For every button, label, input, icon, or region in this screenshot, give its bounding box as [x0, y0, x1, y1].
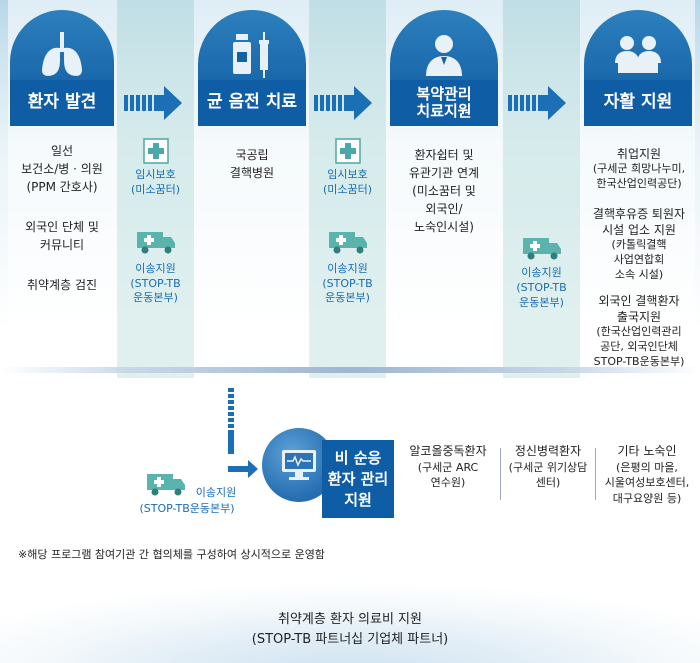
- ambulance-icon: [136, 231, 175, 254]
- section-divider: [0, 367, 700, 373]
- col4-line: 취업지원: [616, 147, 662, 161]
- lower-ambulance: [146, 470, 186, 498]
- bottom-subtitle: (STOP-TB 파트너십 기업체 파트너): [251, 632, 449, 647]
- center-title-line: 비 순응: [334, 448, 382, 467]
- partner-sub: (은평의 마을,: [616, 461, 678, 474]
- partner-sub: 센터): [535, 476, 561, 490]
- center-title-line: 환자 관리: [327, 469, 389, 488]
- bottom-arc-bg: [0, 582, 700, 663]
- col1-line: 일선: [50, 144, 74, 158]
- flow-arrow-3: [508, 86, 566, 120]
- transport-sub: (STOP-TB: [516, 280, 567, 294]
- flow-arrow-1: [124, 86, 182, 120]
- partner-sub: (구세군 ARC: [417, 461, 479, 474]
- shelter-sub: (미소꿈터): [130, 182, 181, 196]
- monitor-icon: [282, 450, 316, 480]
- middle-1: 임시보호 (미소꿈터) 이송지원 (STOP-TB 운동본부): [117, 128, 194, 306]
- header-medication: 복약관리 치료지원: [390, 80, 498, 126]
- elbow-arrow-shaft: [228, 466, 250, 472]
- middle-column-bg-2: [309, 0, 386, 378]
- col3-line: (미소꿈터 및: [412, 184, 476, 198]
- middle-column-bg-3: [503, 0, 580, 378]
- middle-column-bg-1: [117, 0, 194, 378]
- down-arrow: [228, 388, 234, 472]
- col4-line: 사업연합회: [613, 253, 665, 267]
- transport-label: 이송지원: [521, 266, 562, 279]
- transport-sub: (STOP-TB: [322, 276, 373, 290]
- ambulance-icon: [328, 231, 367, 254]
- transport-sub: 운동본부): [519, 295, 564, 309]
- col1-text: 일선 보건소/병 · 의원 (PPM 간호사) 외국인 단체 및 커뮤니티 취약…: [10, 142, 114, 294]
- col3-line: 환자쉽터 및: [414, 148, 474, 162]
- col1-line: 보건소/병 · 의원: [21, 162, 103, 176]
- middle-2: 임시보호 (미소꿈터) 이송지원 (STOP-TB 운동본부): [309, 128, 386, 306]
- col4-line: 결핵후유증 퇴원자: [592, 206, 686, 221]
- col4-line: 공단, 외국인단체: [600, 340, 678, 353]
- col3-line: 유관기관 연계: [408, 166, 480, 180]
- partner-sub: 시울여성보호센터,: [604, 476, 690, 490]
- lower-transport-sub: (STOP-TB운동본부): [139, 502, 235, 515]
- partner-sub: 대구요양원 등): [612, 491, 682, 505]
- partner-divider: [500, 448, 501, 500]
- lower-transport-label: 이송지원: [195, 486, 237, 499]
- shelter-sub: (미소꿈터): [322, 182, 373, 196]
- col3-line: 외국인/: [425, 202, 463, 216]
- partner-name: 정신병력환자: [514, 444, 582, 458]
- col4-line: 한국산업인력공단): [596, 177, 682, 191]
- doctor-icon: [426, 35, 462, 76]
- col1-line: 외국인 단체 및: [25, 220, 99, 234]
- col4-line: 소속 시설): [614, 267, 664, 281]
- people-icon: [615, 36, 661, 73]
- transport-label: 이송지원: [327, 261, 368, 275]
- header-self-support: 자활 지원: [584, 80, 692, 126]
- non-compliant-support-box: 비 순응 환자 관리 지원: [322, 440, 394, 518]
- medicine-syringe-icon: [233, 32, 269, 78]
- transport-sub: (STOP-TB: [130, 276, 181, 290]
- col4-line: 출국지원: [616, 309, 662, 324]
- col1-line: 취약계층 검진: [26, 278, 98, 292]
- col4-line: STOP-TB운동본부): [593, 354, 685, 368]
- col3-line: 노숙인시설): [414, 220, 474, 234]
- col2-line: 결핵병원: [229, 166, 275, 180]
- partner-divider: [595, 448, 596, 500]
- flow-arrow-2: [314, 86, 372, 120]
- header-patient-discovery: 환자 발견: [10, 80, 114, 126]
- transport-label: 이송지원: [135, 261, 176, 275]
- col1-line: 커뮤니티: [39, 238, 85, 252]
- partner-name: 알코올중독환자: [409, 444, 487, 458]
- shelter-label: 임시보호: [327, 168, 368, 181]
- shelter-icon: [142, 138, 169, 164]
- col4-text: 취업지원 (구세군 희망나누미, 한국산업인력공단) 결핵후유증 퇴원자 시설 …: [582, 146, 696, 370]
- col2-line: 국공립: [235, 148, 269, 162]
- col4-line: 시설 업소 지원: [602, 223, 676, 238]
- col4-line: (한국산업인력관리: [596, 325, 682, 339]
- bottom-title: 취약계층 환자 의료비 지원: [278, 612, 422, 627]
- elbow-arrow-head: [248, 460, 258, 478]
- shelter-icon: [334, 138, 361, 164]
- partner-mental: 정신병력환자 (구세군 위기상담 센터): [502, 442, 594, 491]
- center-title-line: 지원: [344, 490, 372, 509]
- transport-sub: 운동본부): [325, 291, 370, 305]
- footnote: ※해당 프로그램 참여기관 간 협의체를 구성하여 상시적으로 운영함: [18, 548, 325, 561]
- col3-text: 환자쉽터 및 유관기관 연계 (미소꿈터 및 외국인/ 노숙인시설): [388, 146, 500, 236]
- partner-sub: (구세군 위기상담: [508, 461, 588, 474]
- partner-alcohol: 알코올중독환자 (구세군 ARC 연수원): [396, 442, 500, 491]
- ambulance-icon: [522, 238, 561, 260]
- col2-text: 국공립 결핵병원: [198, 146, 306, 182]
- col4-line: (구세군 희망나누미,: [592, 162, 686, 176]
- col1-line: (PPM 간호사): [26, 180, 98, 194]
- partner-homeless: 기타 노숙인 (은평의 마을, 시울여성보호센터, 대구요양원 등): [596, 442, 698, 506]
- partner-sub: 연수원): [430, 476, 466, 490]
- partner-name: 기타 노숙인: [617, 444, 677, 458]
- header-treatment: 균 음전 치료: [198, 80, 306, 126]
- ambulance-icon: [147, 474, 185, 496]
- lungs-icon: [42, 32, 82, 76]
- middle-3: 이송지원 (STOP-TB 운동본부): [503, 230, 580, 311]
- col4-line: 외국인 결핵환자: [598, 293, 680, 308]
- col4-line: (카톨릭결핵: [611, 238, 667, 252]
- transport-sub: 운동본부): [133, 291, 178, 305]
- shelter-label: 임시보호: [135, 168, 176, 181]
